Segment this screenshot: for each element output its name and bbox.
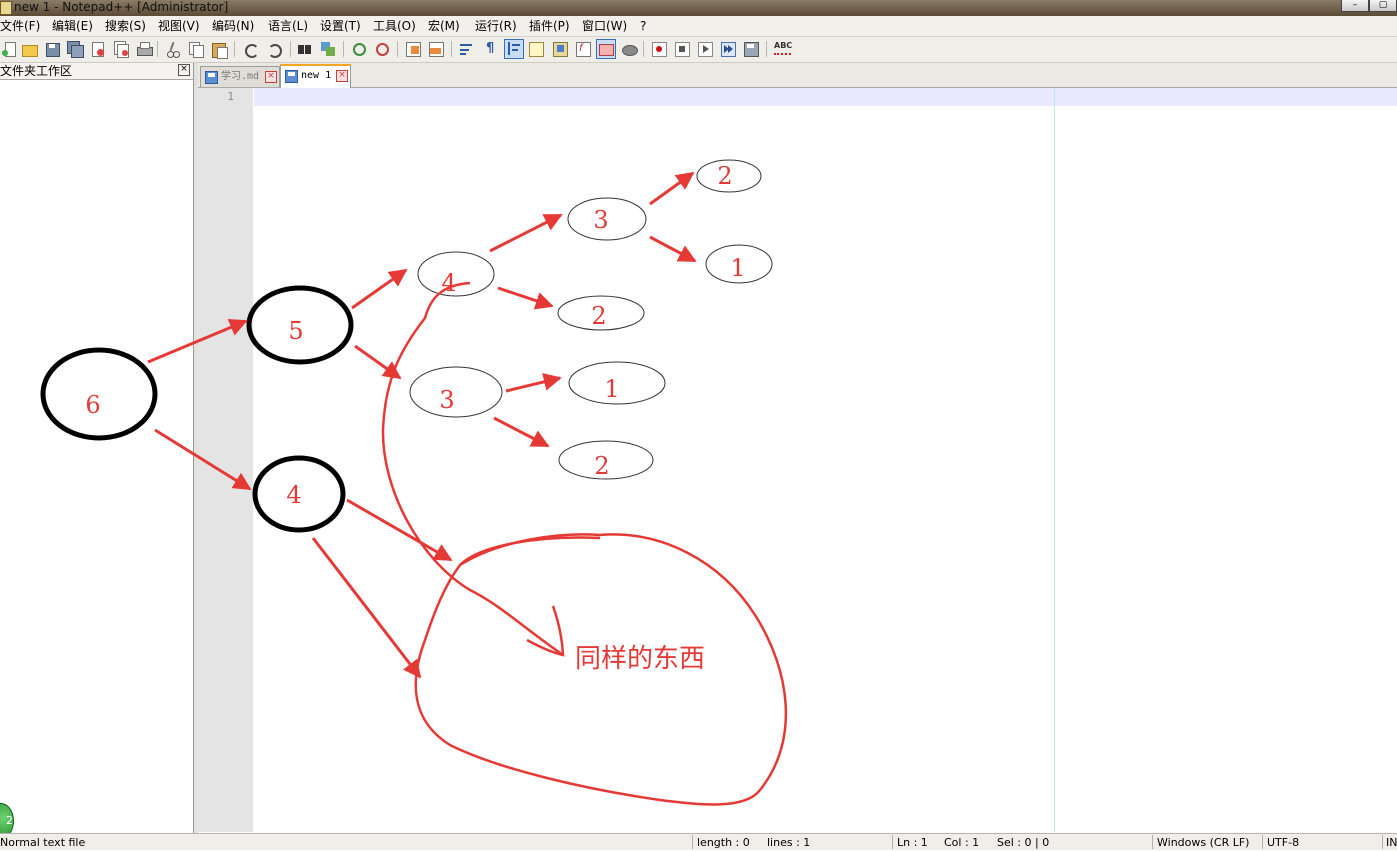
find-icon[interactable] — [297, 41, 313, 57]
toolbar: ¶ f ABC — [0, 37, 1397, 63]
replace-icon[interactable] — [320, 41, 336, 57]
notepad-plus-plus-icon — [0, 1, 12, 15]
copy-icon[interactable] — [188, 41, 204, 58]
play-macro-icon[interactable] — [697, 41, 713, 57]
sync-horizontal-icon[interactable] — [428, 41, 444, 57]
title-bar: new 1 - Notepad++ [Administrator] – ▢ — [0, 0, 1397, 16]
menu-settings[interactable]: 设置(T) — [320, 19, 361, 33]
folder-workspace-panel: 文件夹工作区 × — [0, 63, 194, 833]
status-divider — [892, 835, 893, 849]
menu-file[interactable]: 文件(F) — [0, 19, 41, 33]
panel-title: 文件夹工作区 — [0, 64, 73, 78]
panel-header: 文件夹工作区 × — [0, 63, 193, 80]
menu-encoding[interactable]: 编码(N) — [212, 19, 255, 33]
tab-label: new 1 — [301, 70, 332, 81]
text-editor[interactable] — [254, 88, 1397, 832]
edge-column-line — [1054, 88, 1055, 832]
record-macro-icon[interactable] — [651, 41, 667, 57]
redo-icon[interactable] — [266, 41, 282, 58]
status-divider — [1262, 835, 1263, 849]
minimize-button[interactable]: – — [1341, 0, 1369, 12]
menu-tools[interactable]: 工具(O) — [373, 19, 416, 33]
status-divider — [1152, 835, 1153, 849]
zoom-out-icon[interactable] — [374, 41, 390, 57]
status-bar: Normal text file length : 0 lines : 1 Ln… — [0, 833, 1397, 850]
show-all-chars-icon[interactable]: ¶ — [486, 41, 495, 56]
monitoring-icon[interactable] — [621, 41, 638, 57]
indent-guide-icon[interactable] — [504, 39, 524, 59]
doc-map-icon[interactable] — [552, 41, 568, 57]
toolbar-separator — [290, 41, 291, 57]
menu-window[interactable]: 窗口(W) — [582, 19, 628, 33]
status-selection: Sel : 0 | 0 — [997, 836, 1050, 849]
open-file-icon[interactable] — [21, 41, 38, 57]
panel-close-icon[interactable]: × — [178, 64, 190, 76]
status-line: Ln : 1 — [897, 836, 928, 849]
spell-check-icon[interactable]: ABC — [774, 41, 794, 57]
status-divider — [1382, 835, 1383, 849]
stop-macro-icon[interactable] — [674, 41, 690, 57]
toolbar-separator — [451, 41, 452, 57]
toolbar-separator — [766, 41, 767, 57]
window-title: new 1 - Notepad++ [Administrator] — [14, 0, 229, 14]
status-eol[interactable]: Windows (CR LF) — [1157, 836, 1250, 849]
status-divider — [692, 835, 693, 849]
status-file-type: Normal text file — [0, 836, 86, 849]
status-column: Col : 1 — [944, 836, 980, 849]
toolbar-separator — [157, 41, 158, 57]
saved-file-icon — [205, 71, 218, 84]
undo-icon[interactable] — [243, 41, 259, 58]
toolbar-separator — [643, 41, 644, 57]
menu-plugins[interactable]: 插件(P) — [529, 19, 570, 33]
new-file-icon[interactable] — [2, 41, 18, 57]
function-list-icon[interactable]: f — [575, 41, 591, 57]
line-number: 1 — [227, 90, 234, 103]
cut-icon[interactable] — [164, 41, 180, 58]
status-encoding[interactable]: UTF-8 — [1267, 836, 1300, 849]
run-macro-multiple-icon[interactable] — [720, 41, 736, 57]
menu-search[interactable]: 搜索(S) — [105, 19, 146, 33]
saved-file-icon — [285, 70, 298, 83]
save-macro-icon[interactable] — [743, 41, 759, 57]
udl-icon[interactable] — [528, 41, 544, 57]
spell-check-label: ABC — [774, 41, 793, 50]
zoom-in-icon[interactable] — [351, 41, 367, 57]
sync-vertical-icon[interactable] — [405, 41, 421, 57]
tab-new-1[interactable]: new 1 × — [280, 64, 351, 89]
paste-icon[interactable] — [211, 41, 228, 59]
status-lines: lines : 1 — [767, 836, 811, 849]
menu-help[interactable]: ? — [640, 19, 647, 33]
tab-close-icon[interactable]: × — [265, 71, 277, 83]
toolbar-separator — [234, 41, 235, 57]
save-icon[interactable] — [44, 41, 60, 57]
toolbar-separator — [397, 41, 398, 57]
menu-edit[interactable]: 编辑(E) — [52, 19, 93, 33]
status-length: length : 0 — [697, 836, 750, 849]
close-icon[interactable] — [90, 41, 106, 57]
save-all-icon[interactable] — [67, 41, 84, 58]
menu-run[interactable]: 运行(R) — [475, 19, 517, 33]
maximize-button[interactable]: ▢ — [1369, 0, 1397, 12]
menu-bar: 文件(F) 编辑(E) 搜索(S) 视图(V) 编码(N) 语言(L) 设置(T… — [0, 16, 1397, 37]
tab-close-icon[interactable]: × — [336, 70, 348, 82]
print-icon[interactable] — [136, 41, 153, 57]
folder-workspace-icon[interactable] — [596, 39, 616, 59]
word-wrap-icon[interactable] — [459, 41, 475, 57]
tab-bar: 学习.md × new 1 × — [198, 63, 1397, 89]
tab-label: 学习.md — [221, 71, 260, 82]
tab-xuexi-md[interactable]: 学习.md × — [200, 66, 280, 87]
status-insert-mode: IN — [1386, 836, 1397, 849]
current-line-highlight — [254, 88, 1397, 106]
menu-language[interactable]: 语言(L) — [268, 19, 309, 33]
window-controls: – ▢ — [1341, 0, 1397, 12]
toolbar-separator — [343, 41, 344, 57]
menu-macro[interactable]: 宏(M) — [428, 19, 460, 33]
line-number-gutter — [198, 88, 253, 832]
close-all-icon[interactable] — [113, 41, 129, 58]
menu-view[interactable]: 视图(V) — [158, 19, 200, 33]
